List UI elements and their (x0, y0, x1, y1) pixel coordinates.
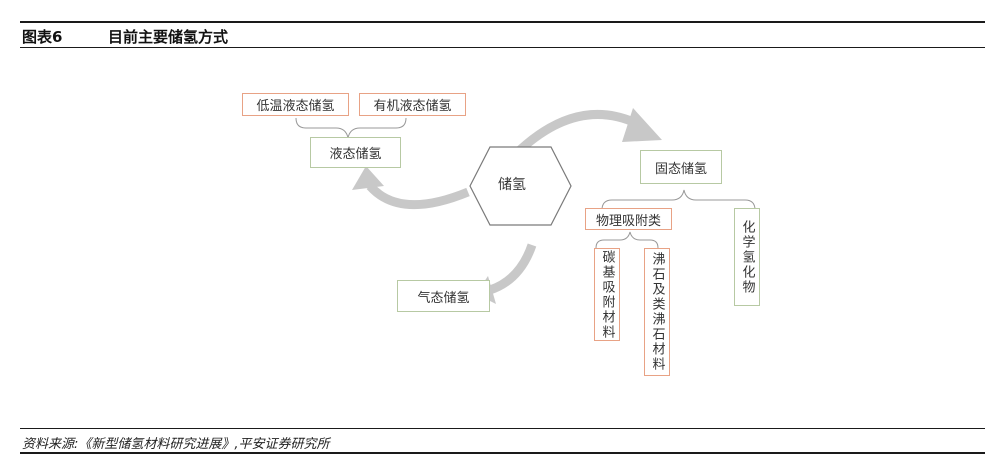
solid-brace (601, 189, 756, 211)
arrow-to-liquid (352, 166, 470, 210)
physical-adsorption-box: 物理吸附类 (585, 208, 672, 230)
liquid-storage-box: 液态储氢 (310, 137, 401, 168)
footer-rule-bottom (20, 452, 985, 454)
center-label: 储氢 (498, 177, 526, 193)
arrow-to-solid (516, 108, 662, 154)
center-hexagon (469, 146, 572, 226)
physical-brace (595, 231, 659, 249)
header-rule-bottom (20, 47, 985, 48)
zeolite-material-box: 沸石及类沸石材料 (644, 248, 670, 376)
solid-storage-box: 固态储氢 (640, 150, 722, 184)
low-temp-liquid-box: 低温液态储氢 (242, 93, 349, 116)
carbon-adsorption-box: 碳基吸附材料 (594, 248, 620, 341)
chemical-hydride-box: 化学氢化物 (734, 208, 760, 306)
header-rule-top (20, 21, 985, 23)
organic-liquid-box: 有机液态储氢 (359, 93, 466, 116)
figure-number: 图表6 (22, 28, 63, 46)
figure-title: 目前主要储氢方式 (108, 28, 229, 46)
gas-storage-box: 气态储氢 (397, 280, 490, 312)
liquid-brace (295, 117, 407, 139)
footer-rule-top (20, 428, 985, 429)
source-note: 资料来源:《新型储氢材料研究进展》,平安证券研究所 (22, 437, 330, 452)
